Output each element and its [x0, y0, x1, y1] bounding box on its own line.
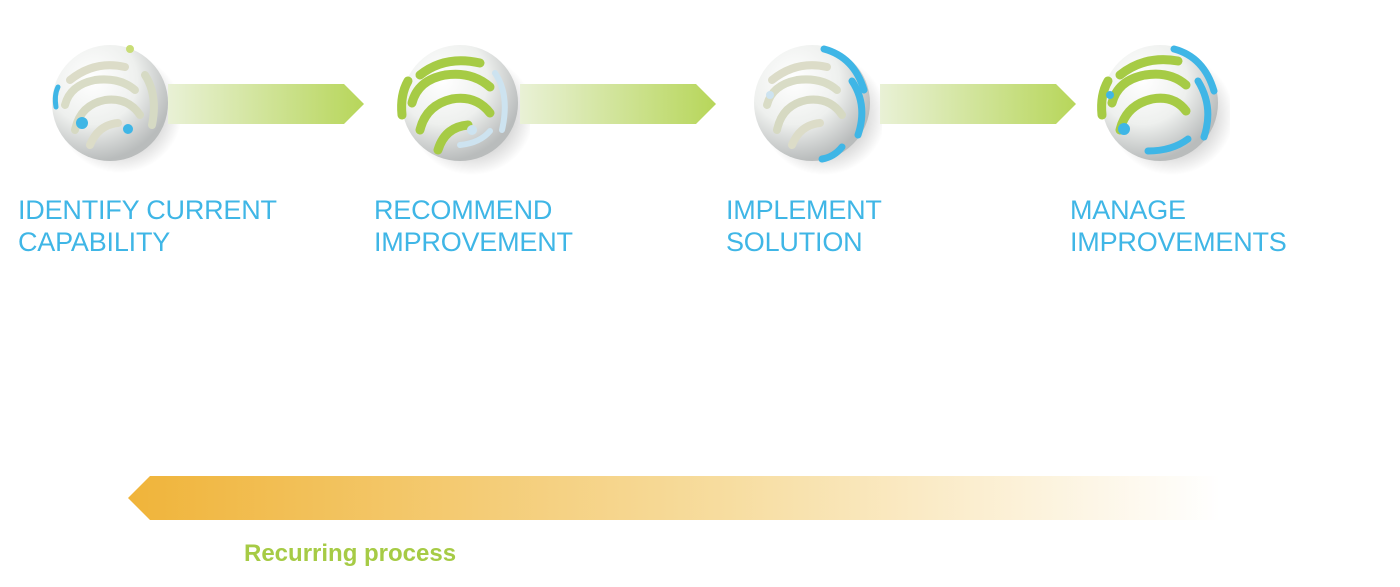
- step-label-recommend: RECOMMEND IMPROVEMENT: [374, 194, 573, 258]
- step-label-line1: RECOMMEND: [374, 195, 553, 225]
- globe-icon-identify: [40, 35, 180, 175]
- recurring-arrow: [128, 476, 1220, 525]
- step-label-line1: IMPLEMENT: [726, 195, 882, 225]
- flow-arrow-3: [880, 84, 1076, 124]
- globe-icon-implement: [742, 35, 882, 175]
- step-label-line2: SOLUTION: [726, 227, 863, 257]
- step-label-manage: MANAGE IMPROVEMENTS: [1070, 194, 1287, 258]
- globe-icon-recommend: [390, 35, 530, 175]
- step-label-line2: IMPROVEMENTS: [1070, 227, 1287, 257]
- step-label-implement: IMPLEMENT SOLUTION: [726, 194, 882, 258]
- flow-arrow-2: [520, 84, 716, 124]
- recurring-process-label: Recurring process: [244, 540, 457, 567]
- step-label-line2: CAPABILITY: [18, 227, 171, 257]
- flow-arrow-1: [168, 84, 364, 124]
- step-label-identify: IDENTIFY CURRENT CAPABILITY: [18, 194, 277, 258]
- globe-icon-manage: [1090, 35, 1230, 175]
- step-label-line1: IDENTIFY CURRENT: [18, 195, 277, 225]
- step-label-line1: MANAGE: [1070, 195, 1186, 225]
- step-label-line2: IMPROVEMENT: [374, 227, 573, 257]
